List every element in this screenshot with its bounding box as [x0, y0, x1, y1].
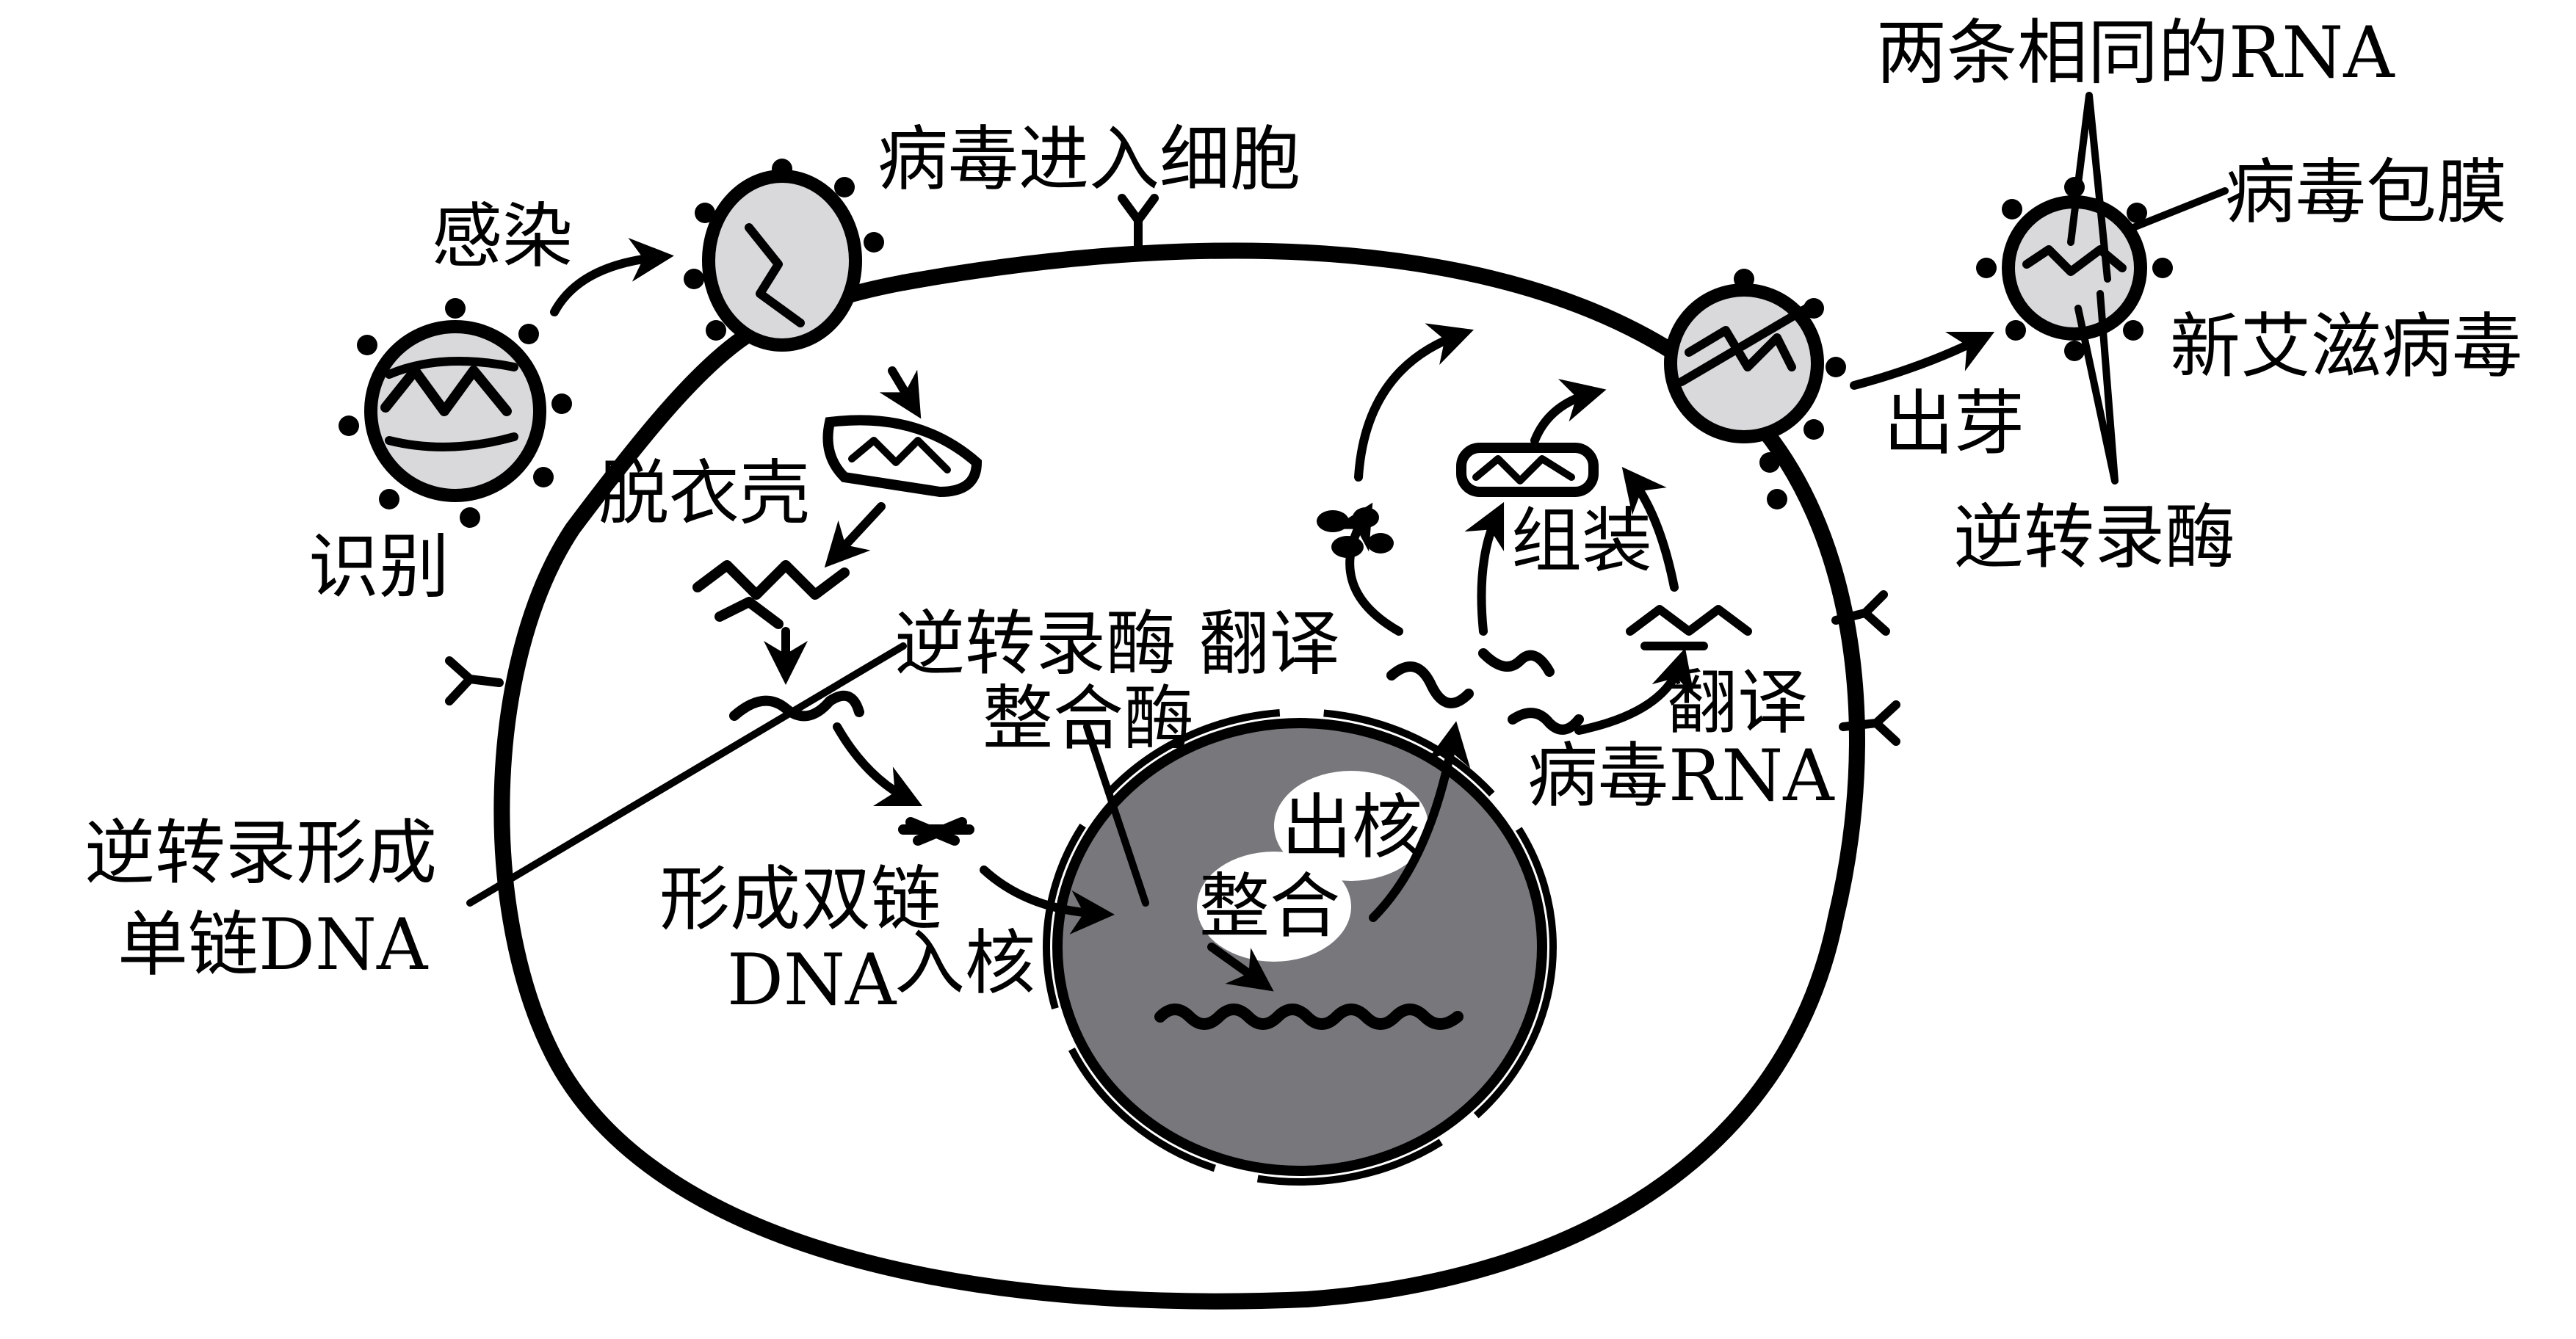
label-double-strand-line1: 形成双链: [659, 858, 941, 940]
virus-particle-new: [1976, 177, 2173, 361]
leader-integrase: [1083, 723, 1149, 907]
arrow-ssdna-to-dsdna: [833, 722, 923, 807]
capsid: [822, 415, 983, 498]
receptor-icon: [1839, 700, 1900, 746]
double-strand-dna: [898, 817, 974, 846]
label-double-strand-line2: DNA: [727, 939, 897, 1021]
label-rt-translation: 逆转录酶 翻译: [894, 603, 1340, 685]
arrow-ribosome-to-assembly: [1621, 466, 1679, 592]
arrow-rna-to-protein: [1331, 502, 1403, 636]
single-strand-dna: [729, 690, 864, 722]
arrow-budding: [1850, 331, 1995, 390]
leader-ss-dna: [466, 642, 907, 907]
label-viral-envelope: 病毒包膜: [2225, 151, 2507, 233]
assembled-capsid: [1456, 443, 1599, 497]
arrow-capsid-to-bud: [1530, 379, 1607, 445]
label-assembly: 组装: [1511, 500, 1652, 582]
arrow-proteins-up: [1354, 323, 1475, 482]
label-viral-rna: 病毒RNA: [1527, 735, 1835, 817]
arrow-enter-to-capsid: [879, 366, 922, 419]
leader-envelope: [2130, 187, 2229, 231]
label-new-hiv: 新艾滋病毒: [2170, 305, 2522, 388]
label-exit-nucleus: 出核: [1281, 786, 1422, 868]
label-reverse-transcription-line2: 单链DNA: [117, 904, 429, 986]
label-enter-nucleus: 入核: [894, 922, 1035, 1004]
label-infection: 感染: [432, 195, 573, 277]
label-reverse-transcriptase-right: 逆转录酶: [1953, 496, 2235, 578]
arrow-infection: [550, 237, 674, 316]
arrow-integration: [1207, 943, 1274, 992]
label-virus-enters-cell: 病毒进入细胞: [878, 118, 1300, 200]
receptor-icon: [445, 656, 504, 705]
viral-rna-strands: [1386, 648, 1584, 735]
leader-two-rna: [2067, 92, 2111, 283]
released-rna: [692, 560, 850, 629]
leader-rt-right: [2074, 290, 2119, 485]
label-uncoating: 脱衣壳: [598, 452, 810, 534]
label-integrase: 整合酶: [983, 678, 1194, 760]
label-budding: 出芽: [1884, 382, 2025, 465]
arrow-rna-to-assembly: [1464, 501, 1505, 636]
arrow-exit-nucleus: [1369, 721, 1471, 922]
label-recognition: 识别: [308, 526, 449, 608]
label-reverse-transcription-line1: 逆转录形成: [84, 812, 437, 894]
ribosome-translation: [1626, 605, 1752, 650]
label-integration: 整合: [1199, 866, 1340, 948]
arrow-translation-right: [1574, 647, 1695, 735]
label-translation-right: 翻译: [1667, 661, 1808, 744]
nucleus: [1043, 708, 1557, 1186]
arrow-enter-nucleus: [980, 866, 1115, 935]
arrow-capsid-to-rna: [824, 502, 886, 568]
virus-particle-budding: [1664, 269, 1846, 509]
receptor-icon: [1118, 194, 1159, 250]
integrated-dna: [1154, 1004, 1464, 1030]
label-two-identical-rna: 两条相同的RNA: [1876, 12, 2395, 94]
receptor-icon: [1831, 590, 1890, 636]
virus-particle-recognition: [339, 298, 572, 528]
virus-particle-entering: [684, 159, 884, 352]
